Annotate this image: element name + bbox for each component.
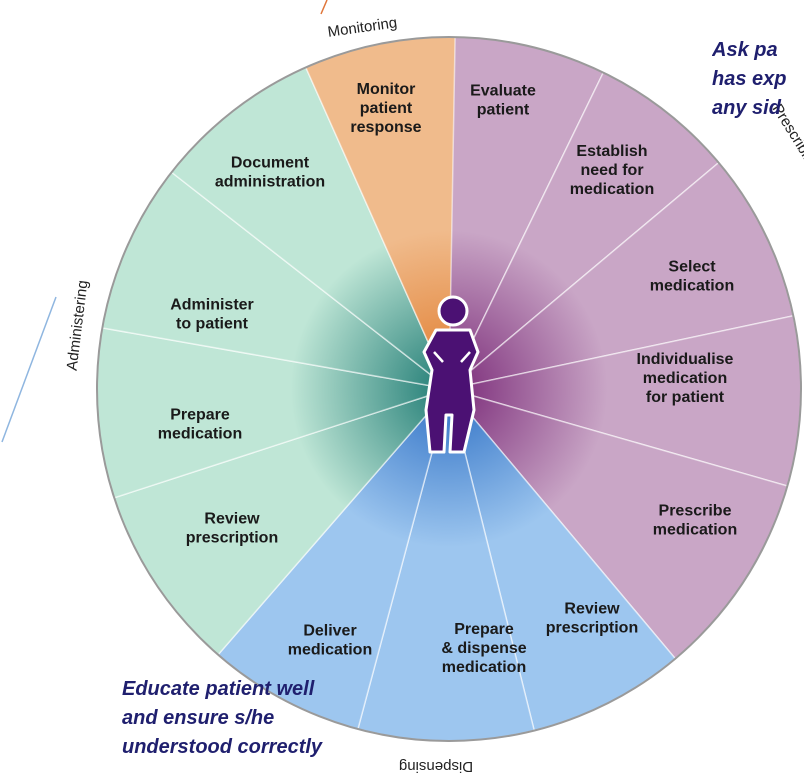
segment-label-8-line-2: medication — [288, 642, 372, 659]
segment-label-12-line-2: administration — [215, 174, 325, 191]
segment-label-13-line-3: response — [350, 119, 421, 136]
segment-label-11-line-2: to patient — [176, 316, 249, 333]
segment-label-11-line-1: Administer — [170, 297, 254, 314]
segment-label-8-line-1: Deliver — [303, 623, 356, 640]
segment-label-13-line-1: Monitor — [357, 81, 416, 98]
segment-label-7-line-2: & dispense — [441, 640, 526, 657]
segment-label-4-line-3: for patient — [646, 389, 725, 406]
person-icon — [422, 295, 480, 454]
note-ask-patient: Ask pa has exp any sid — [712, 39, 787, 119]
phase-label-dispensing: Dispensing — [399, 758, 473, 775]
segment-label-6-line-1: Review — [564, 601, 620, 618]
note-educate-patient: Educate patient well and ensure s/he und… — [122, 678, 323, 758]
segment-label-2-line-1: Establish — [576, 143, 647, 160]
segment-label-4-line-1: Individualise — [637, 351, 734, 368]
segment-label-7-line-3: medication — [442, 659, 526, 676]
segment-label-12-line-1: Document — [231, 155, 310, 172]
connector-line-top — [320, 0, 328, 15]
segment-label-10-line-1: Prepare — [170, 407, 230, 424]
wheel-outline — [96, 36, 802, 742]
segment-label-2-line-2: need for — [580, 162, 643, 179]
segment-label-6-line-2: prescription — [546, 620, 638, 637]
phase-label-monitoring: Monitoring — [327, 14, 399, 41]
phase-label-administering: Administering — [64, 279, 92, 371]
segment-label-2-line-3: medication — [570, 181, 654, 198]
segment-label-7-line-1: Prepare — [454, 621, 514, 638]
connector-line-left — [1, 296, 57, 443]
segment-label-13-line-2: patient — [360, 100, 413, 117]
segment-label-10-line-2: medication — [158, 426, 242, 443]
segment-label-5-line-2: medication — [653, 522, 737, 539]
segment-label-4-line-2: medication — [643, 370, 727, 387]
segment-label-9-line-1: Review — [204, 511, 260, 528]
segment-label-3-line-2: medication — [650, 278, 734, 295]
segment-label-3-line-1: Select — [668, 259, 716, 276]
segment-label-9-line-2: prescription — [186, 530, 278, 547]
segment-label-5-line-1: Prescribe — [659, 503, 732, 520]
segment-label-1-line-1: Evaluate — [470, 83, 536, 100]
segment-label-1-line-2: patient — [477, 102, 530, 119]
